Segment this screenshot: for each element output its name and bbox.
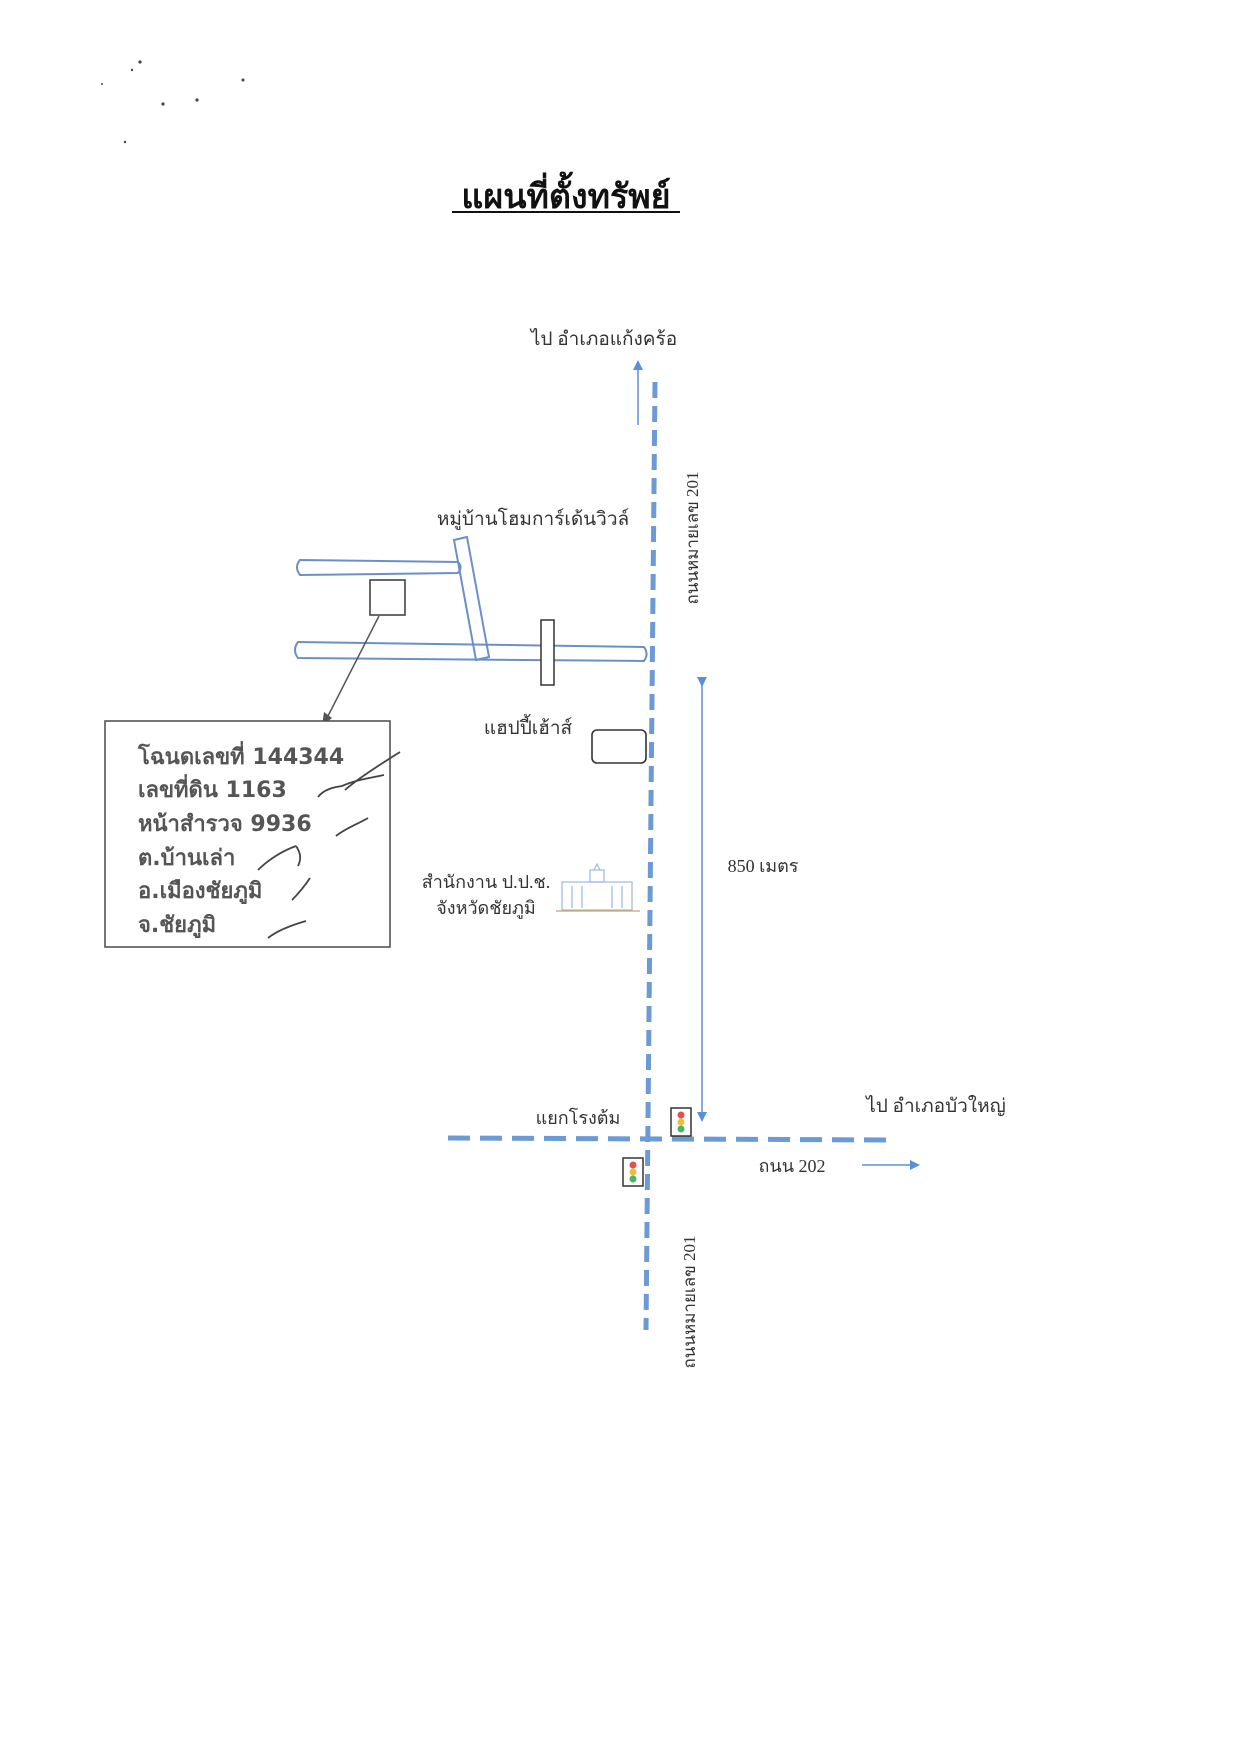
building-icon (556, 862, 640, 912)
highway-201-upper-label: ถนนหมายเลข 201 (683, 471, 702, 604)
village-roads (294, 535, 648, 686)
land-number: เลขที่ดิน 1163 (138, 773, 287, 803)
scan-specks (101, 60, 245, 144)
village-connector-road (452, 535, 491, 662)
village-label: หมู่บ้านโฮมการ์เด้นวิวล์ (437, 507, 629, 530)
district: อ.เมืองชัยภูมิ (138, 879, 262, 905)
property-info-text: โฉนดเลขที่ 144344 เลขที่ดิน 1163 หน้าสำร… (137, 740, 344, 939)
east-destination-label: ไป อำเภอบัวใหญ่ (864, 1095, 1006, 1117)
office-label-line1: สำนักงาน ป.ป.ช. (422, 872, 551, 892)
distance-label: 850 เมตร (728, 856, 799, 876)
north-destination-label: ไป อำเภอแก้งคร้อ (529, 328, 677, 350)
traffic-light-icon (670, 1107, 692, 1137)
deed-number: โฉนดเลขที่ 144344 (137, 740, 344, 770)
verification-ticks (257, 751, 401, 939)
junction-label: แยกโรงต้ม (536, 1107, 621, 1128)
office-label-line2: จังหวัดชัยภูมิ (436, 898, 536, 919)
road-202 (447, 1135, 896, 1143)
traffic-light-icon (622, 1157, 644, 1187)
soi-road-upper (296, 558, 462, 577)
gate-marker (540, 619, 555, 686)
soi-road-lower (294, 640, 648, 663)
subdistrict: ต.บ้านเล่า (138, 846, 235, 871)
property-plot (369, 579, 406, 616)
map-title: แผนที่ตั้งทรัพย์ (461, 171, 670, 217)
happy-house-marker (591, 729, 647, 764)
survey-page: หน้าสำรวจ 9936 (138, 812, 312, 837)
happy-house-label: แฮปปี้เฮ้าส์ (484, 714, 573, 739)
highway-201-road (643, 381, 658, 1331)
province: จ.ชัยภูมิ (138, 913, 216, 939)
property-info-box (104, 720, 391, 948)
plot-leader-line (326, 615, 380, 719)
road-202-label: ถนน 202 (758, 1156, 825, 1176)
highway-201-lower-label: ถนนหมายเลข 201 (680, 1235, 699, 1368)
